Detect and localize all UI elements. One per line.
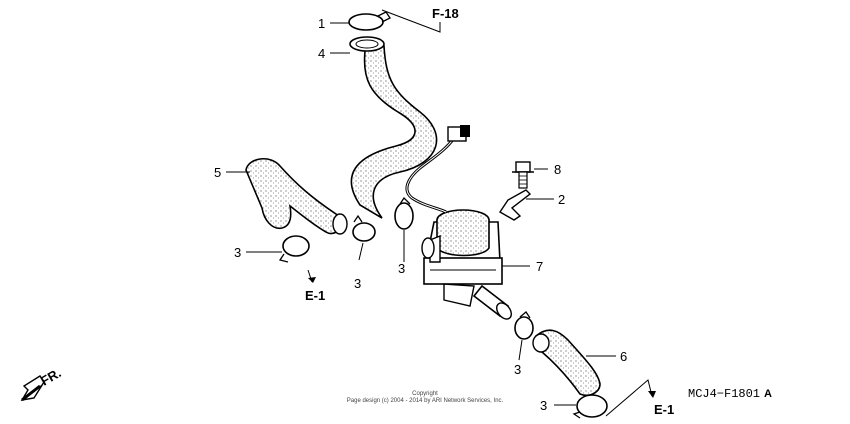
- callout-4: 4: [318, 46, 325, 61]
- hose-part-6: [532, 329, 601, 397]
- diagram-code: MCJ4−F1801: [688, 387, 760, 401]
- wire-harness: [405, 125, 470, 214]
- callout-3-e: 3: [540, 398, 547, 413]
- copyright-line-1: Copyright: [412, 391, 438, 397]
- callout-5: 5: [214, 165, 221, 180]
- leader-lines: [226, 9, 653, 417]
- callout-6: 6: [620, 349, 627, 364]
- hose-part-4: [349, 36, 438, 219]
- callout-2: 2: [558, 192, 565, 207]
- diagram-code-suffix: A: [764, 388, 772, 400]
- callout-3-c: 3: [398, 261, 405, 276]
- clamp-part-3-e: [572, 394, 608, 419]
- copyright-line-2: Page design (c) 2004 - 2014 by ARI Netwo…: [347, 398, 504, 404]
- clamp-part-3-a: [278, 235, 310, 263]
- valve-part-7: [421, 209, 512, 320]
- clamp-part-1: [348, 11, 391, 31]
- front-arrow-icon: [20, 375, 45, 402]
- callout-1: 1: [318, 16, 325, 31]
- ref-f18[interactable]: F-18: [432, 6, 459, 21]
- callout-3-d: 3: [514, 362, 521, 377]
- clamp-part-3-c: [394, 196, 414, 230]
- bracket-part-2: [499, 189, 532, 221]
- callout-3-b: 3: [354, 276, 361, 291]
- clamp-part-3-d: [514, 311, 534, 340]
- callout-3-a: 3: [234, 245, 241, 260]
- ref-arrowheads: [308, 277, 656, 398]
- bolt-part-8: [512, 161, 534, 189]
- callout-7: 7: [536, 259, 543, 274]
- clamp-part-3-b: [352, 214, 376, 242]
- hose-part-5: [245, 158, 348, 235]
- ref-e1-right[interactable]: E-1: [654, 402, 674, 417]
- callout-8: 8: [554, 162, 561, 177]
- ref-e1-left[interactable]: E-1: [305, 288, 325, 303]
